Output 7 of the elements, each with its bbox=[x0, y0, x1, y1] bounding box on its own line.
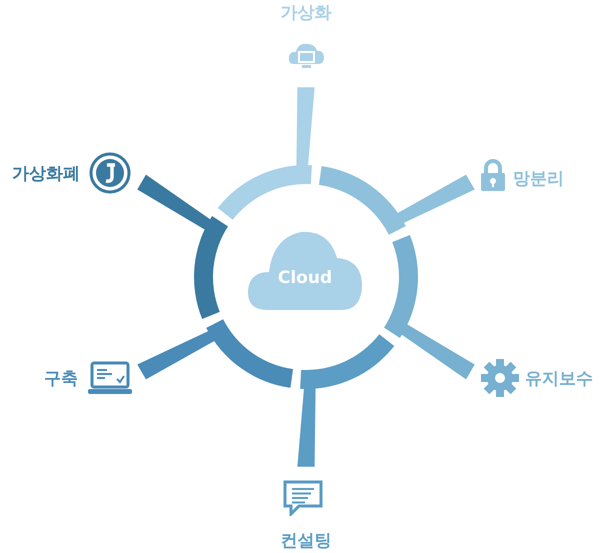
cloud-label: Cloud bbox=[276, 268, 334, 288]
service-label: 구축 bbox=[44, 368, 78, 390]
service-label: 가상화폐 bbox=[12, 163, 80, 185]
service-label: 망분리 bbox=[513, 168, 564, 190]
service-label: 유지보수 bbox=[525, 368, 593, 390]
service-label: 가상화 bbox=[280, 2, 332, 24]
service-label: 컨설팅 bbox=[280, 530, 332, 552]
